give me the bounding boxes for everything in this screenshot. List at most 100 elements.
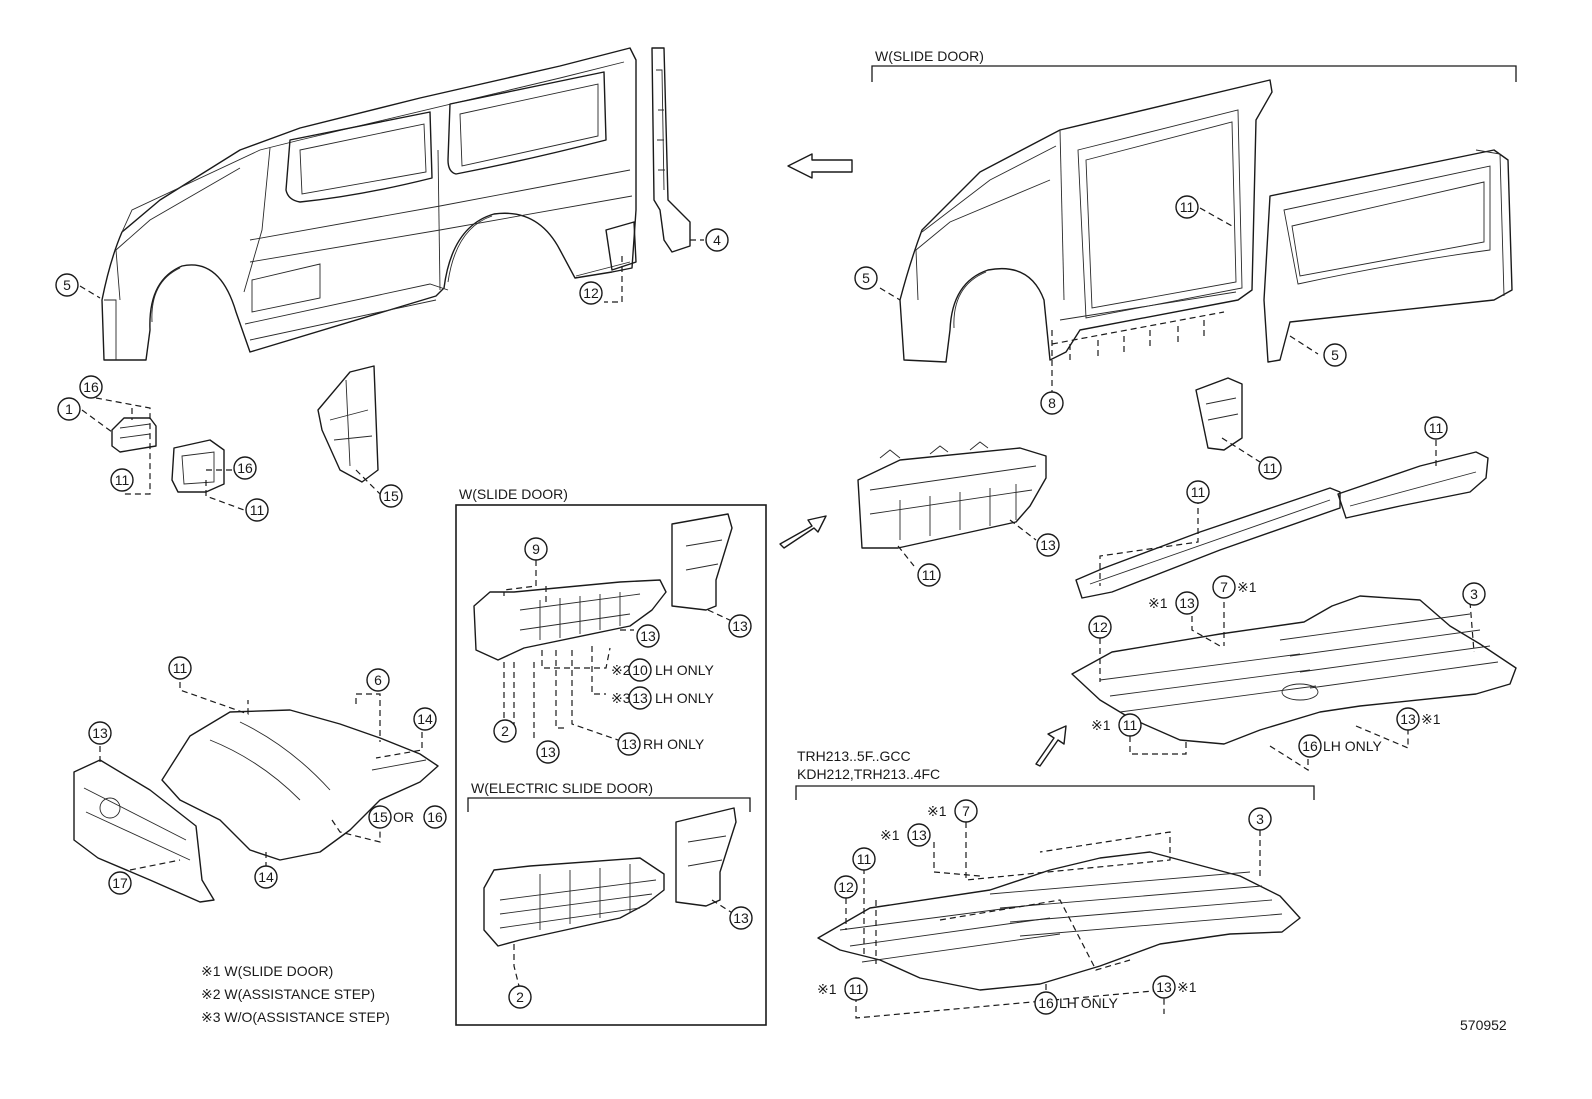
svg-text:11: 11	[173, 660, 188, 676]
callout-16: 16	[1034, 991, 1058, 1015]
floor-side-member	[1075, 451, 1489, 599]
callout-16: 16	[233, 456, 257, 480]
callout-14: 14	[413, 707, 437, 731]
front-floor-pan	[161, 709, 439, 861]
svg-text:13: 13	[632, 690, 648, 706]
callout-14: 14	[254, 865, 278, 889]
footnote-2: ※2 W(ASSISTANCE STEP)	[201, 986, 375, 1002]
svg-text:5: 5	[63, 277, 71, 293]
side-main-bracket	[871, 65, 1517, 82]
inset-step-assembly	[473, 513, 733, 661]
callout-15: 15	[368, 805, 392, 829]
callout-11: 11	[844, 977, 868, 1001]
svg-text:16: 16	[427, 809, 443, 825]
callout-5: 5	[55, 273, 79, 297]
label-lh-only: LH ONLY	[1323, 738, 1383, 754]
callout-7: 7	[1212, 575, 1236, 599]
svg-text:5: 5	[862, 270, 870, 286]
callout-13: 13	[617, 732, 641, 756]
small-brackets-left	[111, 365, 379, 493]
svg-text:13: 13	[92, 725, 108, 741]
rear-floor-pan-lower	[817, 851, 1301, 991]
svg-text:13: 13	[621, 736, 637, 752]
callout-13: 13	[1175, 591, 1199, 615]
svg-text:8: 8	[1048, 395, 1056, 411]
svg-text:11: 11	[857, 851, 872, 867]
center-pillar-lower	[1195, 377, 1243, 451]
svg-text:13: 13	[1400, 711, 1416, 727]
svg-text:3: 3	[1470, 586, 1478, 602]
rocker-arrow	[779, 515, 827, 549]
mark-note-1: ※1	[1148, 595, 1168, 611]
callout-13: 13	[536, 740, 560, 764]
svg-text:15: 15	[372, 809, 388, 825]
svg-text:7: 7	[962, 803, 970, 819]
svg-text:11: 11	[250, 502, 265, 518]
label-rh-only: RH ONLY	[643, 736, 705, 752]
callout-5: 5	[1323, 343, 1347, 367]
svg-text:9: 9	[532, 541, 540, 557]
callout-11: 11	[1186, 480, 1210, 504]
mark-note-1: ※1	[1237, 579, 1257, 595]
rocker-inner-panel	[857, 441, 1047, 549]
body-side-outer-panel	[101, 47, 637, 361]
svg-text:2: 2	[501, 723, 509, 739]
callout-4: 4	[705, 228, 729, 252]
svg-text:11: 11	[1180, 199, 1195, 215]
callout-11: 11	[917, 563, 941, 587]
callout-13: 13	[729, 906, 753, 930]
svg-text:5: 5	[1331, 347, 1339, 363]
leader-lines	[79, 207, 1475, 1019]
footnote-1: ※1 W(SLIDE DOOR)	[201, 963, 333, 979]
svg-text:13: 13	[732, 618, 748, 634]
callout-8: 8	[1040, 391, 1064, 415]
svg-text:17: 17	[112, 875, 128, 891]
svg-text:13: 13	[911, 827, 927, 843]
svg-text:11: 11	[1263, 460, 1278, 476]
svg-text:12: 12	[1092, 619, 1108, 635]
callout-11: 11	[1424, 416, 1448, 440]
label-lh-only: LH ONLY	[655, 662, 715, 678]
mark-note-1: ※1	[1421, 711, 1441, 727]
svg-text:15: 15	[383, 488, 399, 504]
inset-electric-step-assembly	[483, 807, 737, 947]
inset-frame	[455, 504, 767, 1026]
callout-11: 11	[1258, 456, 1282, 480]
svg-text:11: 11	[115, 472, 130, 488]
svg-text:1: 1	[65, 401, 73, 417]
callout-5: 5	[854, 266, 878, 290]
floor-arrow	[1035, 725, 1067, 767]
heading-side-slide-door: W(SLIDE DOOR)	[875, 48, 984, 64]
front-direction-arrow	[787, 153, 853, 179]
callout-1: 1	[57, 397, 81, 421]
svg-text:7: 7	[1220, 579, 1228, 595]
svg-text:13: 13	[540, 744, 556, 760]
callout-12: 12	[579, 281, 603, 305]
svg-text:11: 11	[922, 567, 937, 583]
rear-quarter-panel	[1263, 149, 1513, 363]
callout-11: 11	[110, 468, 134, 492]
callout-16: 16	[1298, 734, 1322, 758]
inset-electric-bracket	[467, 797, 751, 812]
callout-13: 13	[728, 614, 752, 638]
svg-text:16: 16	[1038, 995, 1054, 1011]
callout-16: 16	[423, 805, 447, 829]
dash-panel	[73, 759, 215, 903]
mark-note-1: ※1	[927, 803, 947, 819]
quarter-extension	[605, 221, 637, 271]
callout-13: 13	[636, 624, 660, 648]
svg-text:11: 11	[1123, 717, 1138, 733]
label-or: OR	[393, 809, 414, 825]
callout-2: 2	[493, 719, 517, 743]
callout-13: 13	[1036, 533, 1060, 557]
svg-text:13: 13	[1179, 595, 1195, 611]
callout-12: 12	[834, 875, 858, 899]
heading-inset-electric: W(ELECTRIC SLIDE DOOR)	[471, 780, 653, 796]
svg-text:14: 14	[258, 869, 274, 885]
mark-note-1: ※1	[1177, 979, 1197, 995]
svg-text:12: 12	[583, 285, 599, 301]
svg-text:11: 11	[849, 981, 864, 997]
callout-7: 7	[954, 799, 978, 823]
